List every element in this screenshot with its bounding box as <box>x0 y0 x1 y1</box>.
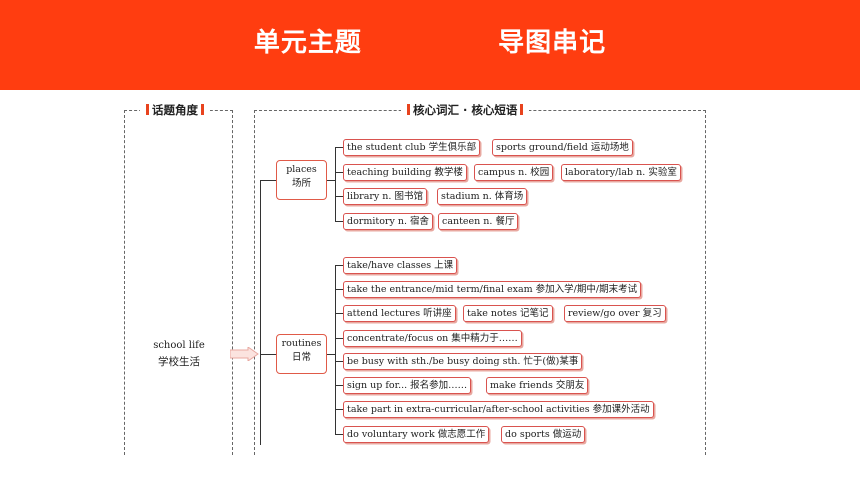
label-bar-icon <box>201 104 204 115</box>
main-connector <box>260 180 261 445</box>
branch-tick <box>335 385 343 386</box>
phrase-item: take the entrance/mid term/final exam 参加… <box>343 281 642 298</box>
phrase-item: stadium n. 体育场 <box>437 188 528 205</box>
header-banner: 单元主题 导图串记 <box>0 0 860 90</box>
phrase-item: canteen n. 餐厅 <box>438 213 519 230</box>
topic-zh: 学校生活 <box>158 356 200 368</box>
category-routines-en: routines <box>281 338 322 349</box>
branch-tick <box>335 196 343 197</box>
routines-connector <box>260 354 276 355</box>
category-places: places 场所 <box>276 160 327 200</box>
phrase-item: be busy with sth./be busy doing sth. 忙于(… <box>343 353 583 370</box>
phrase-item: teaching building 教学楼 <box>343 164 467 181</box>
routines-branch-line <box>335 265 336 434</box>
branch-tick <box>335 289 343 290</box>
category-places-zh: 场所 <box>291 178 311 189</box>
places-branch-line <box>335 147 336 221</box>
phrase-item: review/go over 复习 <box>564 305 666 322</box>
category-places-en: places <box>286 164 317 175</box>
branch-tick <box>335 409 343 410</box>
branch-tick <box>335 172 343 173</box>
phrase-item: library n. 图书馆 <box>343 188 427 205</box>
phrase-item: do sports 做运动 <box>501 426 586 443</box>
phrase-item: take part in extra-curricular/after-scho… <box>343 401 654 418</box>
branch-tick <box>335 265 343 266</box>
topic-angle-text: 话题角度 <box>152 103 198 117</box>
places-stub <box>327 180 335 181</box>
phrase-item: the student club 学生俱乐部 <box>343 139 481 156</box>
arrow-right-icon <box>230 347 259 361</box>
branch-tick <box>335 361 343 362</box>
category-routines: routines 日常 <box>276 334 327 374</box>
branch-tick <box>335 313 343 314</box>
topic-en: school life <box>153 340 205 351</box>
routines-stub <box>327 354 335 355</box>
topic-angle-label: 话题角度 <box>140 100 210 120</box>
topic-angle-panel <box>124 110 233 455</box>
places-connector <box>260 180 276 181</box>
branch-tick <box>335 221 343 222</box>
phrase-item: make friends 交朋友 <box>486 377 589 394</box>
phrase-item: campus n. 校园 <box>474 164 554 181</box>
label-bar-icon <box>146 104 149 115</box>
phrase-item: do voluntary work 做志愿工作 <box>343 426 490 443</box>
label-bar-icon <box>520 104 524 115</box>
branch-tick <box>335 147 343 148</box>
phrase-item: dormitory n. 宿舍 <box>343 213 434 230</box>
core-vocab-label: 核心词汇 · 核心短语 <box>401 100 530 120</box>
topic-school-life: school life 学校生活 <box>130 337 228 371</box>
category-routines-zh: 日常 <box>291 352 311 363</box>
branch-tick <box>335 338 343 339</box>
page-title: 单元主题 导图串记 <box>253 28 607 58</box>
branch-tick <box>335 434 343 435</box>
phrase-item: sign up for... 报名参加…… <box>343 377 472 394</box>
core-vocab-text: 核心词汇 · 核心短语 <box>413 103 518 117</box>
phrase-item: sports ground/field 运动场地 <box>492 139 633 156</box>
label-bar-icon <box>407 104 410 115</box>
phrase-item: concentrate/focus on 集中精力于…… <box>343 330 522 347</box>
phrase-item: attend lectures 听讲座 <box>343 305 456 322</box>
phrase-item: laboratory/lab n. 实验室 <box>561 164 681 181</box>
phrase-item: take notes 记笔记 <box>463 305 553 322</box>
phrase-item: take/have classes 上课 <box>343 257 458 274</box>
